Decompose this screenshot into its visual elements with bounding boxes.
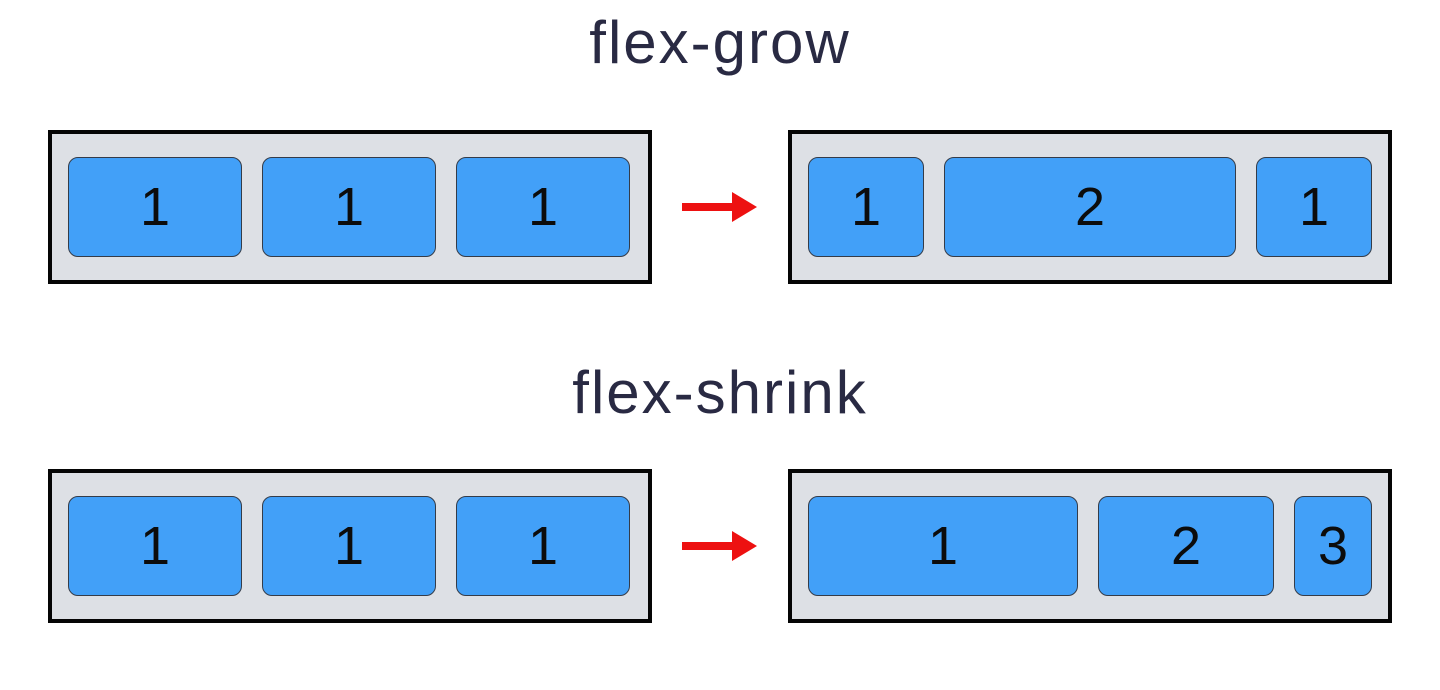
flex-grow-title: flex-grow bbox=[589, 9, 851, 76]
flex-item: 1 bbox=[456, 496, 630, 596]
flex-item: 1 bbox=[262, 496, 436, 596]
flex-item: 2 bbox=[1098, 496, 1274, 596]
flex-item: 1 bbox=[262, 157, 436, 257]
flex-grow-after-container: 1 2 1 bbox=[788, 130, 1392, 284]
flex-item: 1 bbox=[808, 496, 1078, 596]
right-arrow-icon bbox=[682, 192, 757, 222]
flex-shrink-title: flex-shrink bbox=[572, 359, 868, 426]
flex-item: 3 bbox=[1294, 496, 1372, 596]
arrow-wrap bbox=[652, 526, 788, 566]
right-arrow-icon bbox=[682, 531, 757, 561]
flex-item: 1 bbox=[68, 496, 242, 596]
flex-item: 1 bbox=[456, 157, 630, 257]
arrow-wrap bbox=[652, 187, 788, 227]
flex-item: 1 bbox=[1256, 157, 1372, 257]
flex-grow-row: 1 1 1 1 2 1 bbox=[0, 130, 1440, 284]
flex-grow-before-container: 1 1 1 bbox=[48, 130, 652, 284]
flex-shrink-before-container: 1 1 1 bbox=[48, 469, 652, 623]
flex-shrink-row: 1 1 1 1 2 3 bbox=[0, 469, 1440, 623]
flex-item: 1 bbox=[68, 157, 242, 257]
flex-item: 1 bbox=[808, 157, 924, 257]
flex-shrink-after-container: 1 2 3 bbox=[788, 469, 1392, 623]
flex-item: 2 bbox=[944, 157, 1236, 257]
